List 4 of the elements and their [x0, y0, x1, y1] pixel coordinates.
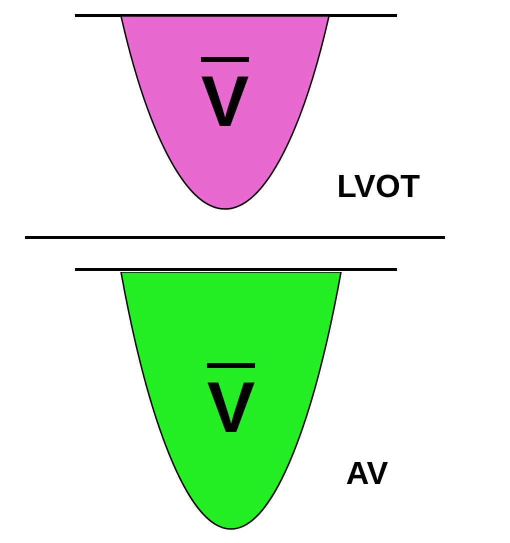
velocity-profile-shape	[120, 272, 342, 530]
subscript-label: LVOT	[337, 168, 420, 204]
velocity-profile-shape	[120, 16, 330, 210]
subscript-label: AV	[346, 455, 388, 491]
